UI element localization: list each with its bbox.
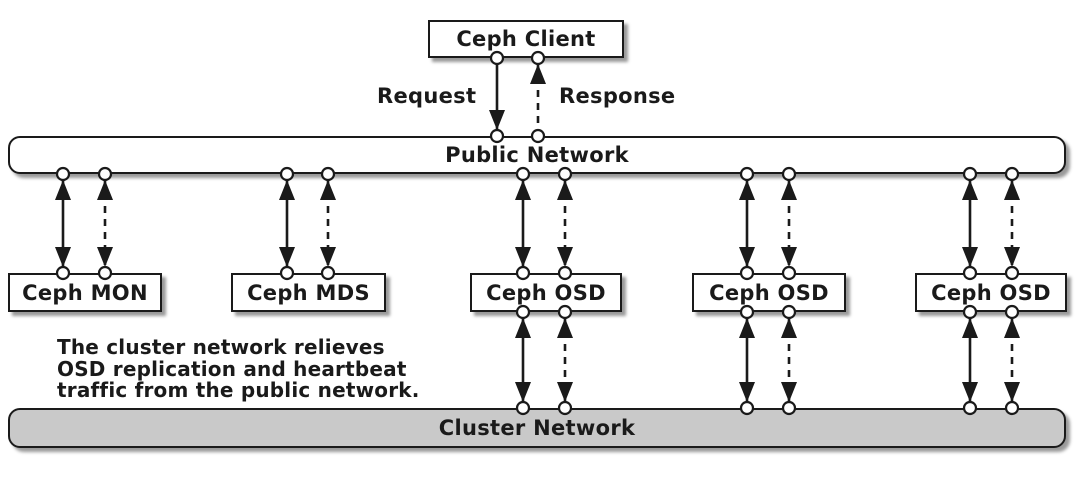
arrowhead-up-icon bbox=[1004, 318, 1020, 338]
arrowhead-up-icon bbox=[962, 180, 978, 200]
arrowhead-down-icon bbox=[1004, 247, 1020, 267]
arrowhead-down-icon bbox=[97, 247, 113, 267]
connector-solid bbox=[739, 304, 755, 416]
node-label: Ceph MON bbox=[22, 280, 148, 305]
note-line: traffic from the public network. bbox=[57, 378, 420, 402]
arrowhead-up-icon bbox=[55, 180, 71, 200]
note-line: The cluster network relieves bbox=[57, 335, 385, 359]
connector-solid bbox=[279, 166, 295, 281]
arrowhead-down-icon bbox=[557, 247, 573, 267]
cluster-network-note: The cluster network relieves OSD replica… bbox=[57, 335, 420, 402]
connector-solid bbox=[515, 166, 531, 281]
node-ceph-osd-1: Ceph OSD bbox=[470, 273, 622, 312]
node-label: Ceph OSD bbox=[486, 280, 606, 305]
arrowhead-down-icon bbox=[55, 247, 71, 267]
bar-label: Cluster Network bbox=[438, 416, 636, 440]
arrowhead-down-icon bbox=[739, 382, 755, 402]
connector-solid bbox=[55, 166, 71, 281]
arrowhead-up-icon bbox=[515, 180, 531, 200]
arrowhead-up-icon bbox=[320, 180, 336, 200]
connector-dashed bbox=[530, 50, 546, 144]
connector-dashed bbox=[320, 166, 336, 281]
arrowhead-up-icon bbox=[962, 318, 978, 338]
bar-label: Public Network bbox=[445, 143, 629, 167]
public-network-bar: Public Network bbox=[8, 136, 1066, 174]
node-ceph-osd-2: Ceph OSD bbox=[692, 273, 846, 312]
arrowhead-down-icon bbox=[557, 382, 573, 402]
arrowhead-up-icon bbox=[739, 180, 755, 200]
arrowhead-down-icon bbox=[781, 247, 797, 267]
arrowhead-up-icon bbox=[781, 318, 797, 338]
arrowhead-down-icon bbox=[1004, 382, 1020, 402]
connector-solid bbox=[962, 166, 978, 281]
connector-dashed bbox=[781, 304, 797, 416]
connector-solid bbox=[739, 166, 755, 281]
connector-dashed bbox=[1004, 304, 1020, 416]
arrowhead-up-icon bbox=[97, 180, 113, 200]
arrowhead-down-icon bbox=[739, 247, 755, 267]
connector-solid bbox=[515, 304, 531, 416]
connector-solid bbox=[962, 304, 978, 416]
connector-dashed bbox=[557, 166, 573, 281]
arrowhead-up-icon bbox=[279, 180, 295, 200]
node-ceph-mon: Ceph MON bbox=[8, 273, 162, 312]
connector-solid bbox=[489, 50, 505, 144]
node-label: Ceph OSD bbox=[709, 280, 829, 305]
note-line: OSD replication and heartbeat bbox=[57, 356, 407, 381]
node-label: Ceph OSD bbox=[931, 280, 1051, 305]
arrowhead-down-icon bbox=[279, 247, 295, 267]
arrowhead-up-icon bbox=[739, 318, 755, 338]
arrowhead-down-icon bbox=[962, 382, 978, 402]
arrowhead-down-icon bbox=[489, 110, 505, 130]
arrowhead-up-icon bbox=[781, 180, 797, 200]
connector-dashed bbox=[557, 304, 573, 416]
arrowhead-down-icon bbox=[515, 382, 531, 402]
arrowhead-up-icon bbox=[530, 64, 546, 84]
request-label: Request bbox=[377, 84, 477, 108]
arrowhead-down-icon bbox=[320, 247, 336, 267]
arrowhead-up-icon bbox=[557, 180, 573, 200]
node-label: Ceph Client bbox=[456, 27, 596, 51]
arrowhead-up-icon bbox=[1004, 180, 1020, 200]
node-ceph-osd-3: Ceph OSD bbox=[915, 273, 1067, 312]
response-label: Response bbox=[559, 84, 676, 108]
arrowhead-down-icon bbox=[962, 247, 978, 267]
arrowhead-down-icon bbox=[515, 247, 531, 267]
arrowhead-up-icon bbox=[515, 318, 531, 338]
node-ceph-client: Ceph Client bbox=[428, 20, 624, 58]
arrowhead-down-icon bbox=[781, 382, 797, 402]
connector-dashed bbox=[781, 166, 797, 281]
node-label: Ceph MDS bbox=[247, 280, 370, 305]
cluster-network-bar: Cluster Network bbox=[8, 408, 1066, 448]
connector-dashed bbox=[1004, 166, 1020, 281]
connector-dashed bbox=[97, 166, 113, 281]
node-ceph-mds: Ceph MDS bbox=[231, 273, 386, 312]
arrowhead-up-icon bbox=[557, 318, 573, 338]
